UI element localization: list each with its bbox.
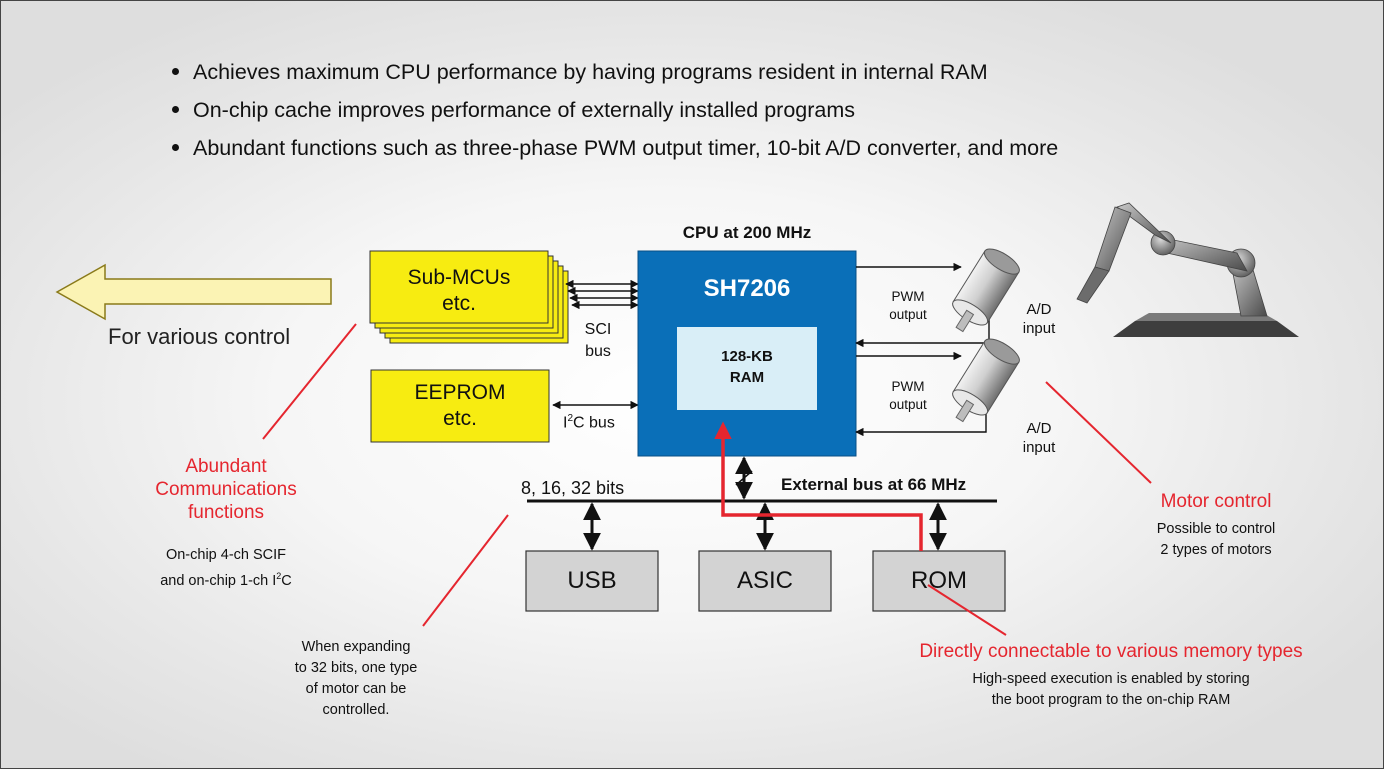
usb-box <box>525 550 659 612</box>
feature-item: Achieves maximum CPU performance by havi… <box>172 53 1058 91</box>
eeprom-box <box>370 369 550 443</box>
motor-icon <box>952 248 1020 333</box>
feature-list: Achieves maximum CPU performance by havi… <box>172 53 1058 167</box>
memory-callout-title: Directly connectable to various memory t… <box>919 641 1303 662</box>
comm-callout-desc: On-chip 4-ch SCIF and on-chip 1-ch I2C <box>160 547 292 589</box>
feature-item: Abundant functions such as three-phase P… <box>172 129 1058 167</box>
motor-icon <box>952 338 1020 423</box>
cpu-name: SH7206 <box>703 275 791 302</box>
usb-label: USB <box>567 567 617 594</box>
motor-callout-title: Motor control <box>1160 491 1272 512</box>
boot-path <box>714 421 923 551</box>
bus-width-label: 8, 16, 32 bits <box>521 478 625 498</box>
memory-callout-desc: High-speed execution is enabled by stori… <box>972 671 1250 708</box>
rom-box <box>872 550 1006 612</box>
feature-item: On-chip cache improves performance of ex… <box>172 91 1058 129</box>
ram-block <box>677 327 817 410</box>
sub-mcus-stack <box>369 250 569 344</box>
asic-box <box>698 550 832 612</box>
rom-label: ROM <box>911 567 967 594</box>
left-arrow-icon <box>55 263 332 321</box>
i2c-bus-label: I2C bus <box>563 413 615 432</box>
robot-arm-icon <box>1076 202 1299 337</box>
cpu-caption: CPU at 200 MHz <box>682 223 812 242</box>
external-bus-label: External bus at 66 MHz <box>781 475 967 494</box>
various-control-label: For various control <box>108 324 291 349</box>
asic-label: ASIC <box>736 567 793 594</box>
